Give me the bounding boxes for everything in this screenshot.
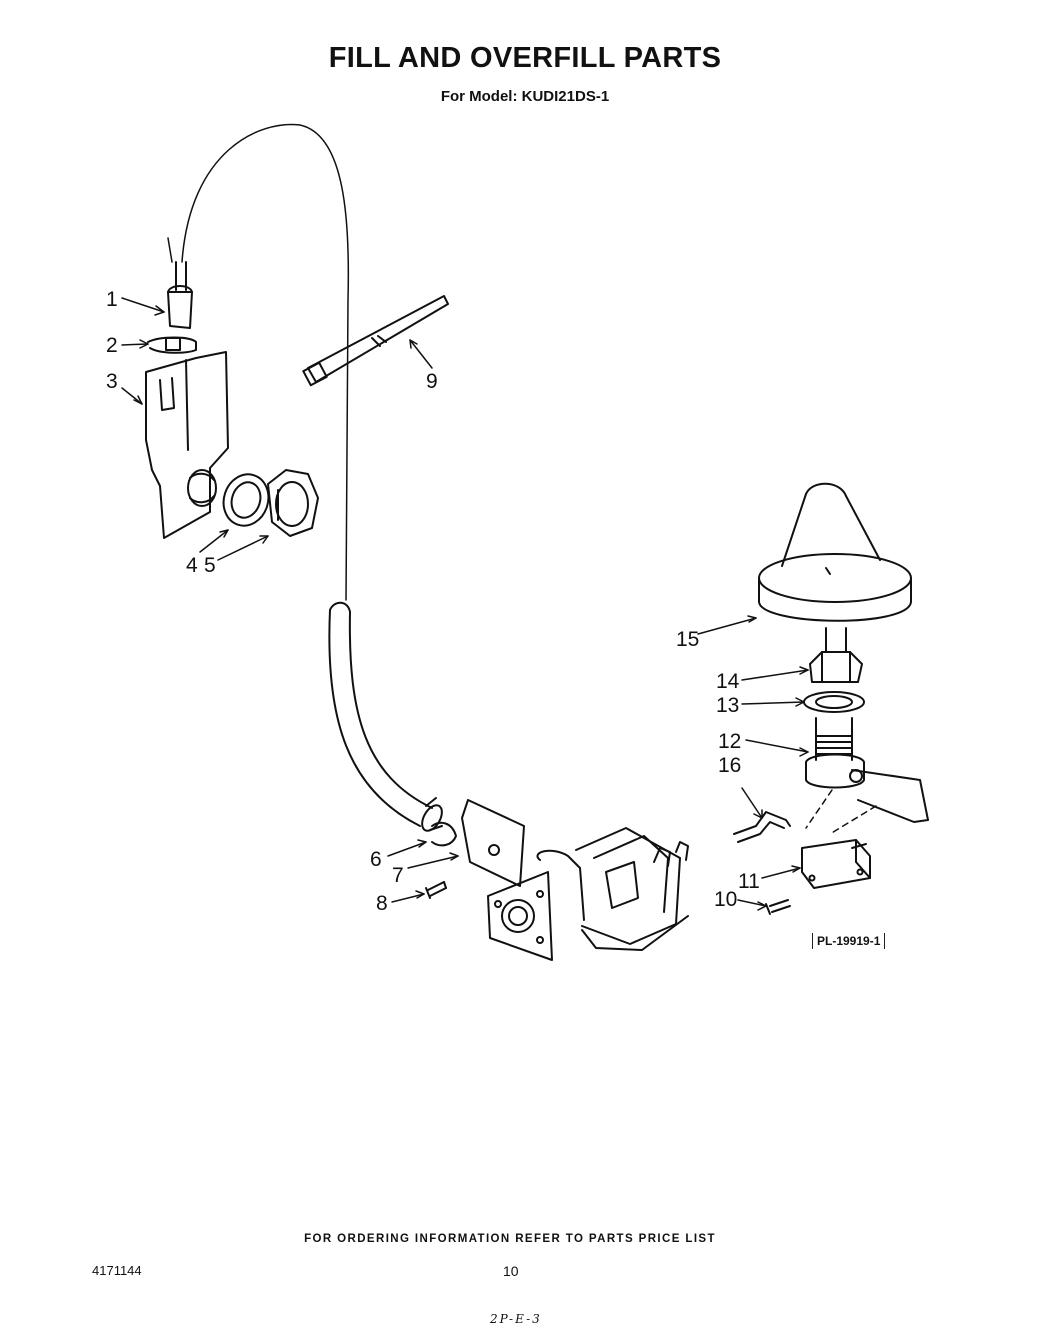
fill-hose — [328, 601, 433, 827]
part-5-hex-nut — [267, 469, 319, 537]
callout-4: 4 — [186, 554, 198, 577]
callout-1: 1 — [106, 288, 118, 311]
callout-16: 16 — [718, 754, 741, 777]
part-15-float — [758, 482, 912, 622]
callout-2: 2 — [106, 334, 118, 357]
part-2-clamp — [147, 336, 197, 354]
part-8-screw — [425, 881, 447, 899]
ordering-note: FOR ORDERING INFORMATION REFER TO PARTS … — [304, 1233, 716, 1245]
water-valve-assembly — [487, 827, 689, 961]
callout-leaders — [121, 297, 809, 911]
callout-6: 6 — [370, 848, 382, 871]
part-14-nut — [809, 651, 863, 683]
callout-10: 10 — [714, 888, 737, 911]
page-title: FILL AND OVERFILL PARTS — [328, 42, 722, 74]
fill-tube — [181, 123, 350, 601]
part-13-washer — [803, 691, 865, 713]
part-7-bracket-plate — [431, 799, 525, 887]
part-9-cable-tie — [302, 295, 449, 387]
part-12-threaded-stem — [805, 717, 929, 823]
page-number: 10 — [503, 1263, 519, 1279]
part-4-gasket — [222, 473, 270, 527]
callout-14: 14 — [716, 670, 740, 693]
part-1-nozzle — [167, 261, 193, 329]
callout-15: 15 — [676, 628, 699, 651]
document-number: 4171144 — [92, 1263, 142, 1278]
callout-9: 9 — [426, 370, 438, 393]
callout-13: 13 — [716, 694, 739, 717]
callout-11: 11 — [738, 870, 760, 893]
callout-5: 5 — [204, 554, 216, 577]
part-11-switch — [801, 839, 871, 889]
callout-3: 3 — [106, 370, 118, 393]
callout-12: 12 — [718, 730, 741, 753]
model-subtitle: For Model: KUDI21DS-1 — [440, 88, 610, 105]
figure-reference-code: PL-19919-1 — [812, 933, 886, 949]
part-3-funnel-bracket — [145, 351, 229, 539]
callout-7: 7 — [392, 864, 404, 887]
part-10-screw — [765, 899, 791, 915]
part-16-lever — [733, 811, 791, 843]
handwritten-mark: 2P-E-3 — [490, 1312, 542, 1326]
callout-8: 8 — [376, 892, 388, 915]
